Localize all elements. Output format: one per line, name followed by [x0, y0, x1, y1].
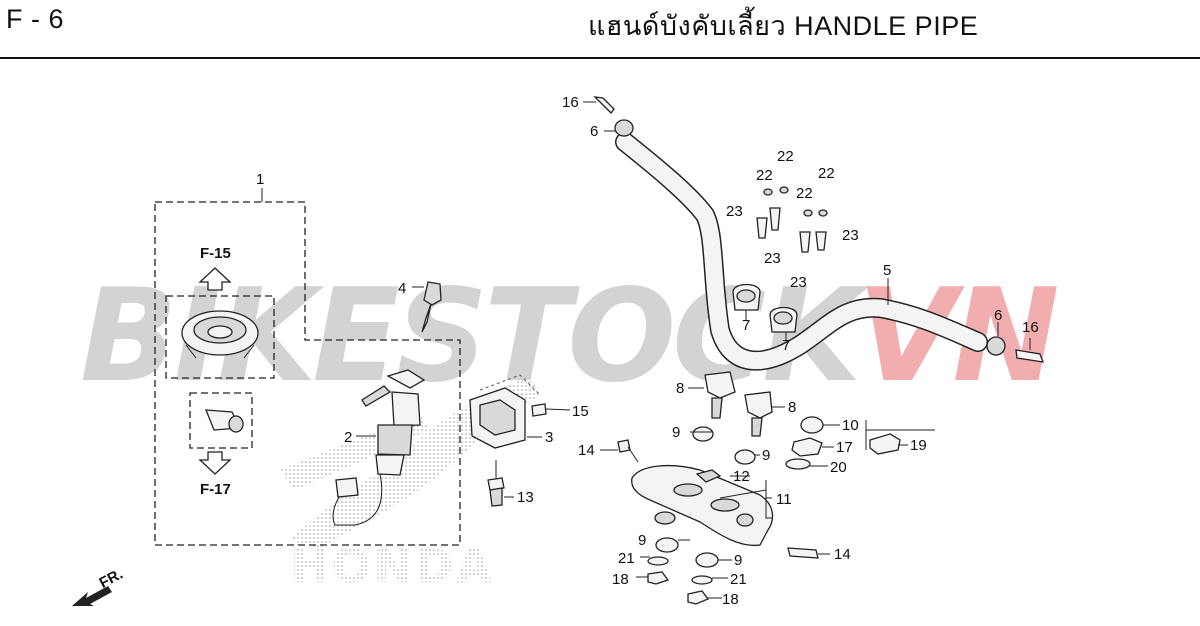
callout-16-right: 16 [1022, 319, 1039, 336]
nut-18-right-part [687, 590, 710, 605]
callout-9-d: 9 [734, 552, 742, 569]
callout-17: 17 [836, 439, 853, 456]
nut-17-part [791, 437, 823, 457]
page-title: แฮนด์บังคับเลี้ยว HANDLE PIPE [588, 11, 979, 41]
washers-22 [763, 186, 828, 217]
callout-18-right: 18 [722, 591, 739, 608]
bolt-14-upper-part [617, 439, 639, 463]
washer-21-right-part [691, 575, 713, 585]
handle-pipe-part [615, 132, 988, 371]
fuel-cap-part [181, 310, 259, 359]
honda-watermark-text: HONDA [290, 539, 495, 593]
top-bridge-12-plate [695, 469, 722, 483]
ignition-switch-part [332, 369, 426, 526]
bushings-9 [655, 426, 756, 568]
callout-9-c: 9 [638, 532, 646, 549]
front-direction-label: FR. [96, 566, 125, 592]
assembly-1-outline [154, 188, 461, 546]
upper-holder-left-part [732, 283, 761, 311]
bar-end-right-part [986, 336, 1006, 356]
callout-22-d: 22 [818, 165, 835, 182]
bolt-13-part [487, 460, 514, 507]
callout-7-left: 7 [742, 317, 750, 334]
key-part [421, 281, 442, 333]
callout-8-right: 8 [788, 399, 796, 416]
callout-20: 20 [830, 459, 847, 476]
ref-down-arrow [198, 451, 232, 475]
lower-holder-right-part [744, 391, 773, 437]
ref-up-arrow [198, 267, 232, 291]
callout-23-c: 23 [842, 227, 859, 244]
callout-2: 2 [344, 429, 352, 446]
callout-19: 19 [910, 437, 927, 454]
callout-9-b: 9 [762, 447, 770, 464]
top-bridge-part [631, 464, 774, 547]
switch-bracket-part [469, 374, 541, 449]
screw-16-right-part [1015, 349, 1044, 363]
seat-lock-part [205, 409, 244, 433]
callout-6-right: 6 [994, 307, 1002, 324]
callout-3: 3 [545, 429, 553, 446]
washer-21-left-part [647, 556, 669, 566]
callout-21-left: 21 [618, 550, 635, 567]
nut-18-left-part [647, 571, 670, 585]
ref-f17[interactable]: F-17 [200, 481, 231, 498]
callout-23-d: 23 [790, 274, 807, 291]
callout-labels: 1 2 3 4 5 6 6 7 7 8 8 9 9 9 9 10 11 12 1… [96, 94, 1038, 608]
bar-end-left-part [614, 119, 634, 137]
callout-4: 4 [398, 280, 406, 297]
callout-14-upper: 14 [578, 442, 595, 459]
header-divider [0, 57, 1200, 59]
callout-22-b: 22 [777, 148, 794, 165]
ref-f15[interactable]: F-15 [200, 245, 231, 262]
callout-16-left: 16 [562, 94, 579, 111]
front-direction-arrow [72, 586, 112, 606]
upper-holder-right-part [769, 306, 798, 333]
callout-13: 13 [517, 489, 534, 506]
callout-22-a: 22 [756, 167, 773, 184]
callout-15: 15 [572, 403, 589, 420]
washer-20-part [785, 458, 811, 470]
callout-21-right: 21 [730, 571, 747, 588]
stem-nut-10-part [800, 416, 824, 434]
callout-22-c: 22 [796, 185, 813, 202]
callout-10: 10 [842, 417, 859, 434]
bolt-14-lower-part [787, 547, 819, 559]
page-code: F - 6 [6, 4, 65, 34]
callout-23-a: 23 [726, 203, 743, 220]
callout-6-left: 6 [590, 123, 598, 140]
lower-holder-left-part [704, 371, 736, 419]
callout-9-a: 9 [672, 424, 680, 441]
callout-7-right: 7 [782, 337, 790, 354]
callout-5: 5 [883, 262, 891, 279]
callout-23-b: 23 [764, 250, 781, 267]
callout-8-left: 8 [676, 380, 684, 397]
cap-19-part [865, 420, 935, 455]
bolt-15-part [531, 403, 571, 417]
callout-18-left: 18 [612, 571, 629, 588]
holder-bolts-23 [756, 207, 827, 253]
callout-12: 12 [733, 468, 750, 485]
callout-14-lower: 14 [834, 546, 851, 563]
callout-11: 11 [776, 491, 792, 508]
callout-1: 1 [256, 171, 264, 188]
screw-16-left-part [593, 96, 615, 114]
